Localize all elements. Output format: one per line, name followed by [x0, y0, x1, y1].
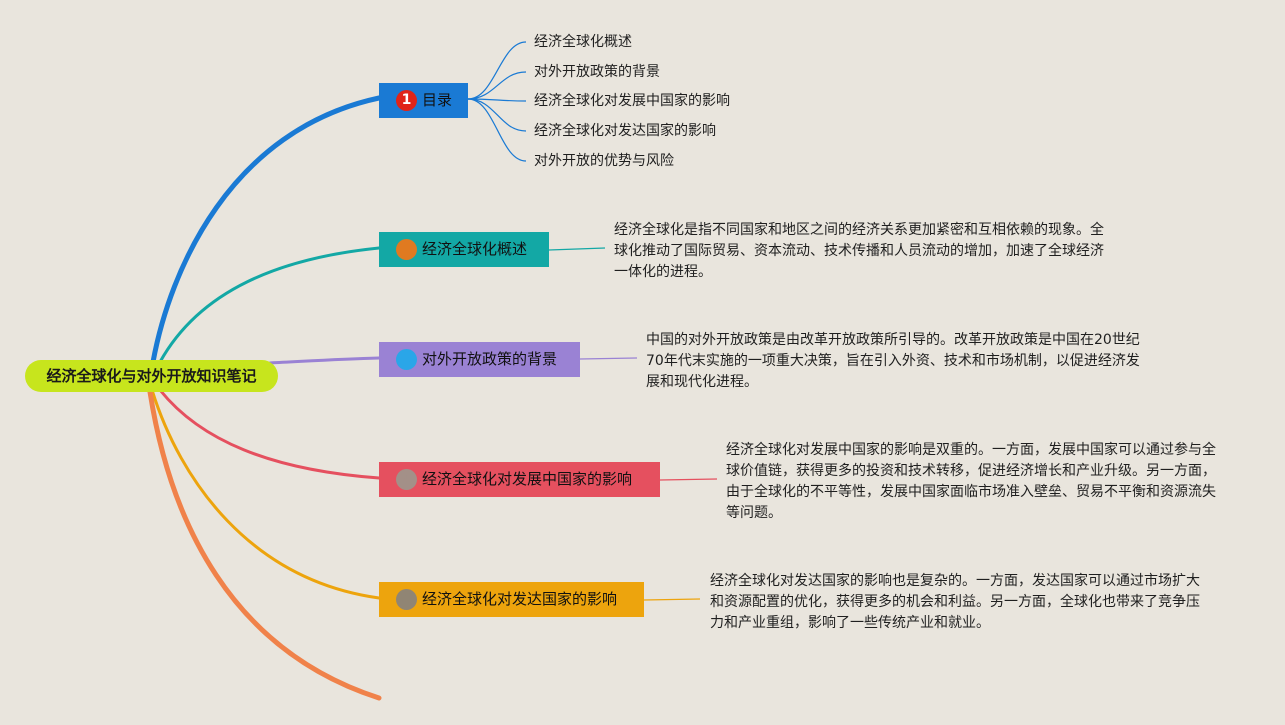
topic-label: 对外开放政策的背景: [422, 350, 558, 368]
branch-line-extra: [147, 389, 382, 701]
description-globalization[interactable]: 经济全球化是指不同国家和地区之间的经济关系更加紧密和互相依赖的现象。全球化推动了…: [614, 222, 1104, 280]
topic-label: 目录: [422, 91, 453, 109]
toc-line-5: [467, 98, 527, 162]
toc-line-1: [467, 41, 527, 100]
topic-opening-policy-background[interactable]: 3 对外开放政策的背景: [379, 342, 580, 377]
description-developing[interactable]: 经济全球化对发展中国家的影响是双重的。一方面，发展中国家可以通过参与全球价值链，…: [726, 442, 1216, 521]
toc-item[interactable]: 经济全球化对发达国家的影响: [534, 123, 716, 139]
toc-line-2: [467, 71, 527, 100]
topic-globalization-overview[interactable]: 2 经济全球化概述: [379, 232, 549, 267]
toc-item[interactable]: 对外开放政策的背景: [534, 64, 660, 80]
desc-line-developing: [659, 478, 718, 481]
toc-item[interactable]: 对外开放的优势与风险: [534, 153, 674, 169]
topic-number-badge: 1: [396, 90, 417, 111]
branch-line-toc: [150, 95, 382, 365]
desc-line-globalization: [548, 247, 606, 251]
topic-number-badge: 2: [396, 239, 417, 260]
topic-impact-developing[interactable]: 4 经济全球化对发展中国家的影响: [379, 462, 660, 497]
topic-toc[interactable]: 1 目录: [379, 83, 468, 118]
branch-line-globalization: [158, 246, 381, 364]
topic-label: 经济全球化概述: [422, 240, 528, 258]
topic-impact-developed[interactable]: 5 经济全球化对发达国家的影响: [379, 582, 644, 617]
topic-label: 经济全球化对发展中国家的影响: [422, 470, 633, 488]
topic-label: 经济全球化对发达国家的影响: [422, 590, 618, 608]
root-topic-label: 经济全球化与对外开放知识笔记: [46, 367, 257, 385]
topic-number-badge: 4: [396, 469, 417, 490]
branch-line-opening-policy: [268, 356, 381, 365]
description-opening-policy[interactable]: 中国的对外开放政策是由改革开放政策所引导的。改革开放政策是中国在20世纪70年代…: [646, 332, 1140, 390]
desc-line-developed: [643, 598, 701, 601]
description-developed[interactable]: 经济全球化对发达国家的影响也是复杂的。一方面，发达国家可以通过市场扩大和资源配置…: [710, 573, 1200, 631]
topic-number-badge: 5: [396, 589, 417, 610]
desc-line-opening-policy: [579, 357, 638, 360]
toc-item[interactable]: 经济全球化对发展中国家的影响: [534, 93, 730, 109]
toc-line-4: [467, 98, 527, 132]
branch-line-developed: [150, 388, 381, 600]
topic-number-badge: 3: [396, 349, 417, 370]
root-topic[interactable]: 经济全球化与对外开放知识笔记: [25, 360, 278, 392]
toc-item[interactable]: 经济全球化概述: [534, 34, 632, 50]
branch-line-developing: [158, 388, 381, 480]
